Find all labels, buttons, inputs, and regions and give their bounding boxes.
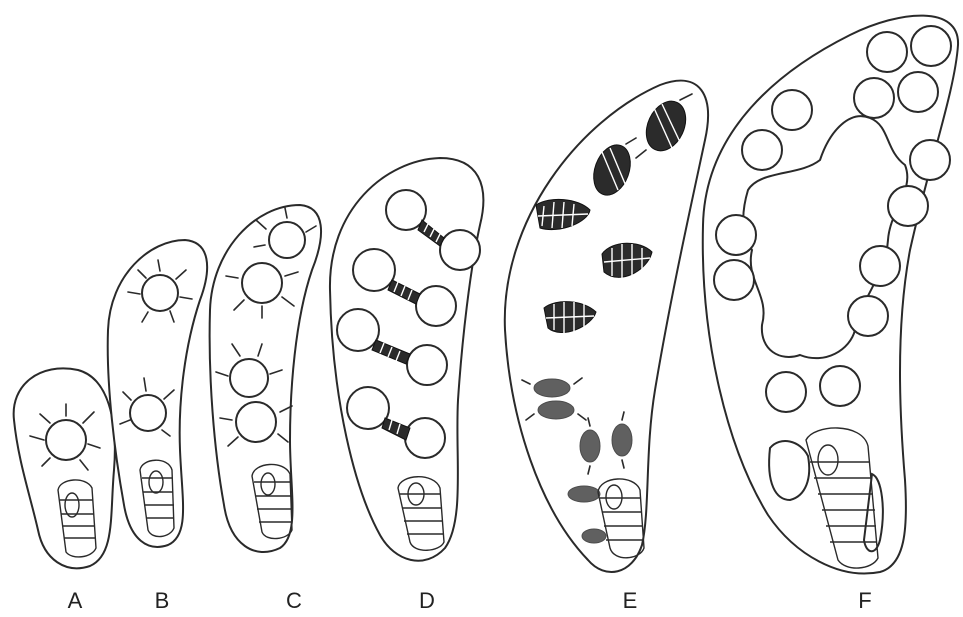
stage-b-cell: [108, 240, 207, 547]
stage-f-cell: [703, 16, 958, 574]
stage-label-e: E: [623, 588, 638, 614]
stage-label-b: B: [155, 588, 170, 614]
stage-label-a: A: [68, 588, 83, 614]
stage-a-cell: [14, 368, 115, 568]
stage-d-cell: [330, 158, 483, 561]
stage-label-c: C: [286, 588, 302, 614]
stage-label-d: D: [419, 588, 435, 614]
stage-e-cell: [505, 81, 708, 572]
stage-label-f: F: [858, 588, 871, 614]
stage-c-cell: [210, 205, 321, 552]
